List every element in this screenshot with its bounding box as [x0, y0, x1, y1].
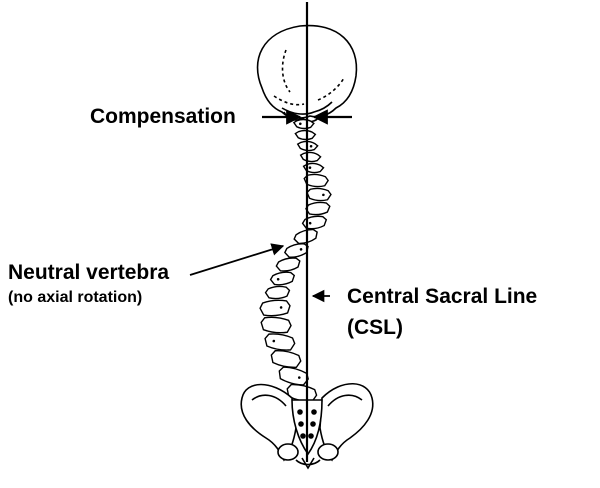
vertebra [269, 271, 296, 286]
vertebra [270, 349, 302, 369]
vertebra [292, 118, 315, 130]
vertebra [301, 215, 328, 230]
neutral-vertebra-note: (no axial rotation) [8, 289, 143, 306]
vertebra [294, 129, 317, 141]
vertebra [306, 187, 332, 202]
neutral-vertebra-label: Neutral vertebra [8, 261, 170, 284]
vertebra [275, 257, 301, 272]
pelvis [240, 383, 374, 470]
central-sacral-line-abbr: (CSL) [347, 316, 403, 339]
neutral-vertebra-arrow [189, 243, 285, 276]
vertebra [260, 316, 292, 334]
vertebra [283, 243, 309, 258]
vertebral-column [259, 118, 332, 403]
vertebra [278, 366, 309, 386]
vertebra [305, 201, 331, 216]
central-sacral-line-label: Central Sacral Line [347, 285, 538, 308]
vertebra [264, 333, 296, 351]
vertebra [299, 151, 322, 163]
vertebra [264, 285, 291, 300]
vertebra [259, 299, 291, 317]
compensation-label: Compensation [90, 105, 236, 128]
vertebra [303, 173, 329, 188]
